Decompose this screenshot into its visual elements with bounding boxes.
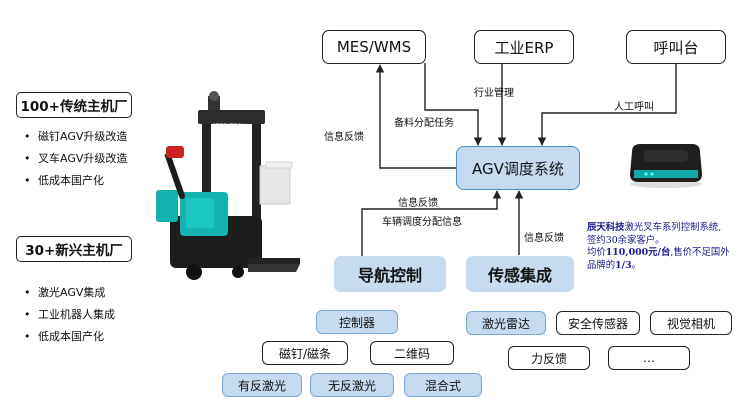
new-oem-label: 30+新兴主机厂	[25, 243, 123, 259]
arrow-mes-to-agv	[424, 63, 483, 146]
forklift-brand-text: STEELTECH	[212, 123, 246, 130]
edge-label-manual-call: 人工呼叫	[614, 102, 654, 113]
sensor-item-label: 视觉相机	[666, 316, 715, 331]
navigation-control-label: 导航控制	[357, 266, 422, 285]
company-note: 辰天科技激光叉车系列控制系统, 签约30余家客户。 均价110,000元/台,售…	[587, 222, 749, 272]
erp-box: 工业ERP	[474, 30, 574, 64]
list-item: 工业机器人集成	[22, 304, 115, 326]
erp-label: 工业ERP	[494, 38, 554, 57]
traditional-oem-list: 磁钉AGV升级改造 叉车AGV升级改造 低成本国产化	[22, 126, 127, 192]
agv-dispatch-system-label: AGV调度系统	[472, 159, 564, 178]
mes-wms-label: MES/WMS	[336, 38, 412, 56]
sensor-item-label: 激光雷达	[481, 316, 530, 331]
note-price-prefix: 均价	[587, 247, 606, 258]
sensor-integration-label: 传感集成	[487, 266, 552, 285]
navigation-control-box: 导航控制	[334, 256, 446, 292]
forklift-agv-image: STEELTECH	[156, 91, 300, 280]
sensor-item-label: 力反馈	[530, 351, 567, 366]
agv-dispatch-system-box: AGV调度系统	[456, 146, 580, 190]
note-ratio-prefix: 品牌的	[587, 259, 616, 271]
arrow-agv-to-mes	[375, 64, 456, 169]
controller-device-image	[630, 144, 702, 188]
sensor-item-lidar: 激光雷达	[466, 311, 546, 335]
nav-item-controller: 控制器	[316, 310, 398, 334]
edge-label-industry-mgmt: 行业管理	[474, 88, 514, 99]
sensor-integration-box: 传感集成	[466, 256, 574, 292]
note-ratio-suffix: 。	[631, 259, 642, 271]
traditional-oem-box: 100+传统主机厂	[16, 92, 132, 118]
sensor-item-more: …	[608, 346, 690, 370]
nav-item-label: 磁钉/磁条	[278, 346, 332, 361]
note-company: 辰天科技	[587, 222, 625, 233]
arrow-nav-agv	[357, 190, 502, 263]
sensor-item-force: 力反馈	[508, 346, 590, 370]
call-station-box: 呼叫台	[626, 30, 726, 64]
new-oem-box: 30+新兴主机厂	[16, 236, 132, 262]
list-item: 激光AGV集成	[22, 282, 115, 304]
nav-item-magnetic: 磁钉/磁条	[262, 341, 348, 365]
mes-wms-box: MES/WMS	[322, 30, 426, 64]
arrow-call-to-agv	[537, 63, 677, 146]
nav-item-reflector-laser: 有反激光	[222, 373, 302, 397]
edge-label-vehicle-dispatch: 车辆调度分配信息	[382, 217, 462, 228]
nav-item-label: 控制器	[338, 315, 375, 330]
nav-item-qrcode: 二维码	[370, 341, 454, 365]
new-oem-list: 激光AGV集成 工业机器人集成 低成本国产化	[22, 282, 115, 348]
edge-label-info-feedback: 信息反馈	[398, 198, 438, 209]
list-item: 低成本国产化	[22, 326, 115, 348]
note-line2: 签约30余家客户。	[587, 234, 665, 246]
list-item: 低成本国产化	[22, 170, 127, 192]
note-ratio: 1/3	[615, 259, 632, 271]
note-line1: 激光叉车系列控制系统,	[624, 222, 722, 233]
traditional-oem-label: 100+传统主机厂	[20, 99, 128, 115]
list-item: 叉车AGV升级改造	[22, 148, 127, 170]
nav-item-label: 有反激光	[237, 378, 286, 393]
edge-label-info-feedback: 信息反馈	[324, 132, 364, 143]
edge-label-material-task: 备料分配任务	[394, 118, 454, 129]
nav-item-hybrid: 混合式	[404, 373, 482, 397]
list-item: 磁钉AGV升级改造	[22, 126, 127, 148]
sensor-item-safety: 安全传感器	[556, 311, 640, 335]
note-price-suffix: ,售价不足国外	[670, 247, 730, 258]
sensor-item-camera: 视觉相机	[650, 311, 732, 335]
note-price: 110,000元/台	[605, 247, 671, 258]
nav-item-label: 混合式	[424, 378, 461, 393]
nav-item-label: 无反激光	[327, 378, 376, 393]
sensor-item-label: …	[643, 351, 655, 365]
edge-label-info-feedback: 信息反馈	[524, 233, 564, 244]
nav-item-natural-laser: 无反激光	[310, 373, 394, 397]
call-station-label: 呼叫台	[653, 38, 699, 57]
nav-item-label: 二维码	[393, 346, 430, 361]
sensor-item-label: 安全传感器	[567, 316, 628, 331]
